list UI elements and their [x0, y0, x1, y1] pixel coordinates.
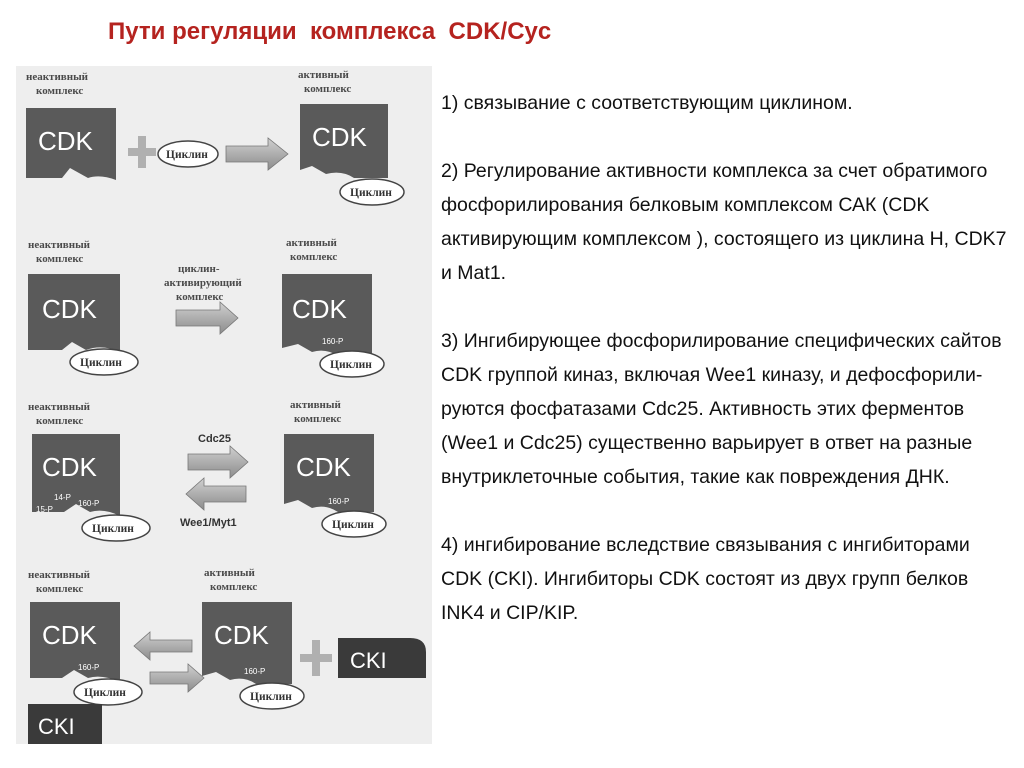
cdk-block-inactive: [32, 434, 120, 516]
phospho-site-label: 160-P: [78, 663, 99, 672]
cdk-label: CDK: [42, 620, 98, 650]
active-label: активный: [286, 237, 337, 249]
cyclin-label: Циклин: [166, 149, 208, 161]
active-label: активный: [290, 399, 341, 411]
active-label-2: комплекс: [294, 413, 341, 425]
phospho-site-label: 160-P: [244, 667, 265, 676]
inactive-label-2: комплекс: [36, 583, 83, 595]
phospho-site-label: 160-P: [328, 497, 349, 506]
active-label: активный: [298, 69, 349, 81]
cdk-label: CDK: [312, 122, 368, 152]
wee1-label: Wee1/Myt1: [180, 517, 237, 529]
cki-block: [28, 704, 102, 744]
cyclin-oval: [81, 514, 151, 542]
plus-icon: [300, 640, 332, 676]
panel-cki-binding: неактивный комплекс CDK 160-P Циклин CKI…: [28, 567, 426, 744]
phospho-site-label: 15-P: [36, 505, 53, 514]
point-cki-inhibition: 4) ингибирование вследствие связывания с…: [441, 534, 970, 624]
panel-cyclin-binding: неактивный комплекс CDK Циклин активный …: [26, 69, 405, 206]
point-cak-phosphorylation: 2) Регулирование активности комплекса за…: [441, 160, 1007, 284]
cdk-block-inactive: [28, 274, 120, 352]
cki-label: CKI: [350, 648, 387, 673]
inactive-label: неактивный: [28, 239, 91, 251]
inactive-label: неактивный: [28, 401, 91, 413]
right-arrow-icon: [225, 137, 289, 171]
cak-label-3: комплекс: [176, 291, 223, 303]
cyclin-oval: [157, 140, 219, 168]
cyclin-label: Циклин: [330, 359, 372, 371]
phospho-site-label: 160-P: [322, 337, 343, 346]
active-label: активный: [204, 567, 255, 579]
right-arrow-icon: [187, 445, 249, 479]
left-arrow-icon: [133, 631, 193, 661]
panel-cak-activation: неактивный комплекс CDK Циклин циклин- а…: [28, 237, 385, 378]
cyclin-oval: [319, 350, 385, 378]
cyclin-oval: [69, 348, 139, 376]
cdk-block-inactive: [26, 108, 116, 180]
cak-label: циклин-: [178, 263, 220, 275]
cdk-block-active: [202, 602, 292, 684]
cdk-block-active: [284, 434, 374, 512]
inactive-label: неактивный: [26, 71, 89, 83]
cyclin-label: Циклин: [80, 357, 122, 369]
page-title: Пути регуляции комплекса CDK/Cyc: [108, 18, 552, 45]
cyclin-label: Циклин: [332, 519, 374, 531]
active-label-2: комплекс: [304, 83, 351, 95]
cdk-block-active: [282, 274, 372, 356]
cdk-label: CDK: [292, 294, 348, 324]
cyclin-oval: [73, 678, 143, 706]
cdk-label: CDK: [296, 452, 352, 482]
cak-label-2: активирующий: [164, 277, 242, 289]
cyclin-oval: [321, 510, 387, 538]
cdk-block-inactive: [30, 602, 120, 682]
cyclin-oval: [339, 178, 405, 206]
cdk-block-active: [300, 104, 388, 178]
phospho-site-label: 160-P: [78, 499, 99, 508]
point-cyclin-binding: 1) связывание с соответствующим циклином…: [441, 92, 853, 114]
point-inhibitory-phosphorylation: 3) Ингибирующее фосфорилирование специфи…: [441, 330, 1002, 488]
inactive-label-2: комплекс: [36, 85, 83, 97]
cdk-label: CDK: [38, 126, 94, 156]
cdk-label: CDK: [42, 294, 98, 324]
active-label-2: комплекс: [210, 581, 257, 593]
cdk-label: CDK: [214, 620, 270, 650]
left-arrow-icon: [185, 477, 247, 511]
cyclin-label: Циклин: [92, 523, 134, 535]
right-arrow-icon: [175, 301, 239, 335]
plus-icon: [128, 136, 156, 168]
cki-block: [338, 638, 426, 678]
panel-wee1-cdc25: неактивный комплекс CDK 14-P 15-P 160-P …: [28, 399, 387, 542]
active-label-2: комплекс: [290, 251, 337, 263]
cdc25-label: Cdc25: [198, 433, 231, 445]
cdk-label: CDK: [42, 452, 98, 482]
cyclin-label: Циклин: [250, 691, 292, 703]
inactive-label: неактивный: [28, 569, 91, 581]
regulation-points: 1) связывание с соответствующим циклином…: [441, 86, 1016, 630]
cyclin-label: Циклин: [84, 687, 126, 699]
phospho-site-label: 14-P: [54, 493, 71, 502]
regulation-diagram: неактивный комплекс CDK Циклин активный …: [16, 66, 432, 744]
cyclin-label: Циклин: [350, 187, 392, 199]
inactive-label-2: комплекс: [36, 253, 83, 265]
cki-label: CKI: [38, 714, 75, 739]
cyclin-oval: [239, 682, 305, 710]
right-arrow-icon: [149, 663, 205, 693]
inactive-label-2: комплекс: [36, 415, 83, 427]
